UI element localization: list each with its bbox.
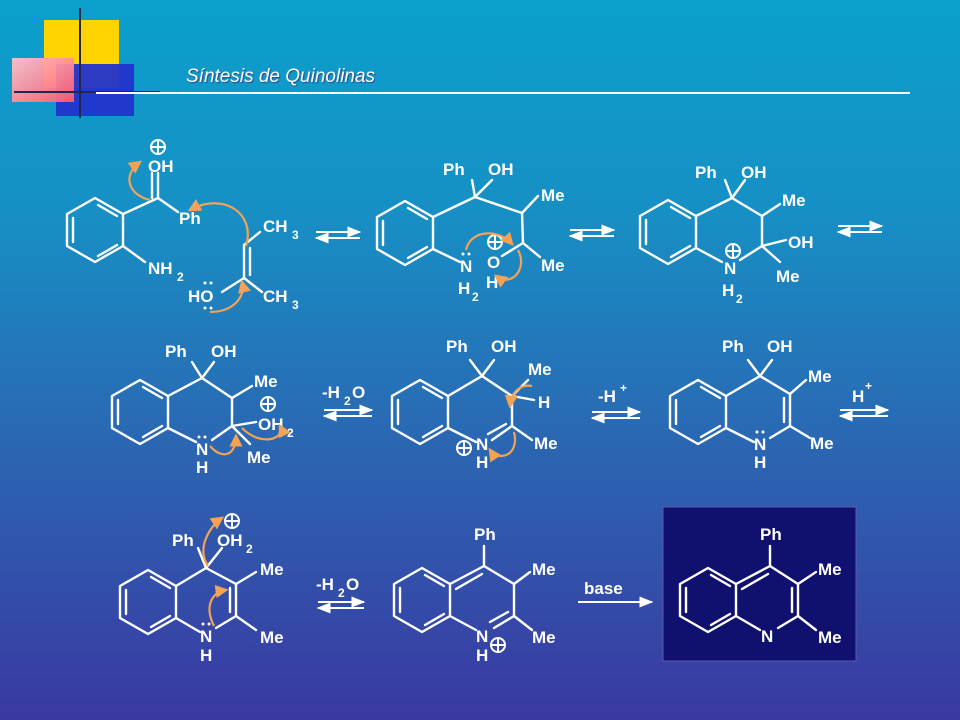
s4-n-label: N [196, 440, 208, 459]
s4-ph-label: Ph [165, 342, 187, 361]
reagent-minus-h-3: -H [316, 575, 334, 594]
reagent-arrow-minus-water-2: -H 2 O [316, 575, 366, 614]
s6-ph-label: Ph [722, 337, 744, 356]
s9-ph-label: Ph [760, 525, 782, 544]
s7-me-top: Me [260, 560, 284, 579]
s5-ph-label: Ph [446, 337, 468, 356]
structure-8-quinolinium: Ph Me Me N H [392, 525, 556, 665]
reagent-o-2: O [346, 575, 359, 594]
s1-ph-label: Ph [179, 209, 201, 228]
s7-oh-label: OH [217, 531, 243, 550]
s2-o-label: O [487, 253, 500, 272]
s5-n-label: N [476, 435, 488, 454]
reagent-arrow-proton: H + [838, 379, 890, 422]
s2-me-bottom: Me [541, 256, 565, 275]
s1-ch3-top-sub: 3 [292, 228, 299, 242]
reagent-arrow-minus-water-1: -H 2 O [322, 383, 374, 422]
s6-oh-top: OH [767, 337, 793, 356]
structure-3-cyclic-diol: Ph OH Me OH Me N H 2 [638, 163, 814, 306]
reagent-minus-h-2: -H [598, 387, 616, 406]
s9-n-label: N [761, 627, 773, 646]
s7-n-label: N [200, 627, 212, 646]
s4-h-label: H [196, 458, 208, 477]
s8-me-top: Me [532, 560, 556, 579]
s1-ho-label: HO [188, 287, 214, 306]
s2-h-label: H [458, 279, 470, 298]
structure-6-dihydroquinoline: Ph OH Me Me N H [668, 337, 834, 472]
reagent-plus-sup-2: + [865, 379, 872, 393]
s1-ch3-bottom-sub: 3 [292, 298, 299, 312]
s1-nh-sub: 2 [177, 270, 184, 284]
reagent-arrow-base: base [578, 579, 654, 608]
s3-h-sub: 2 [736, 292, 743, 306]
structure-7-protonated-alcohol: Ph OH 2 Me Me N H [118, 513, 284, 665]
structure-2-hemiaminal-protonated: Ph OH Me Me N H 2 O H [375, 160, 565, 304]
equilibrium-arrow-3 [836, 220, 884, 238]
s5-me-bottom: Me [534, 434, 558, 453]
s8-ph-label: Ph [474, 525, 496, 544]
s2-h-sub: 2 [472, 290, 479, 304]
s7-ph-label: Ph [172, 531, 194, 550]
s6-me-top: Me [808, 367, 832, 386]
s6-h-label: H [754, 453, 766, 472]
s9-me-top: Me [818, 560, 842, 579]
s6-me-bottom: Me [810, 434, 834, 453]
s2-oh-label: OH [488, 160, 514, 179]
s9-me-bottom: Me [818, 628, 842, 647]
product-box: Ph Me Me N [662, 506, 857, 662]
s1-ch3-top: CH [263, 217, 288, 236]
s8-n-label: N [476, 627, 488, 646]
s7-oh-sub: 2 [246, 542, 253, 556]
reagent-sub2-2: 2 [338, 586, 345, 600]
s6-n-label: N [754, 435, 766, 454]
s1-oh-label: OH [148, 157, 174, 176]
structure-5-iminium: Ph OH Me H Me N H [390, 337, 558, 472]
s7-me-bottom: Me [260, 628, 284, 647]
reagent-plus-sup-1: + [620, 381, 627, 395]
reagent-minus-h-1: -H [322, 383, 340, 402]
s3-oh-top: OH [741, 163, 767, 182]
s4-me-top: Me [254, 372, 278, 391]
s3-h-label: H [722, 281, 734, 300]
s3-oh-right: OH [788, 233, 814, 252]
reagent-base: base [584, 579, 623, 598]
equilibrium-arrow-2 [568, 224, 616, 242]
s2-ph-label: Ph [443, 160, 465, 179]
s5-me-top: Me [528, 360, 552, 379]
structure-1-aminobenzophenone-enol: OH Ph NH 2 CH 3 CH 3 HO [65, 139, 299, 314]
s5-h-right: H [538, 393, 550, 412]
reagent-arrow-minus-proton: -H + [590, 381, 642, 424]
s1-nh-label: NH [148, 259, 173, 278]
s2-me-top: Me [541, 186, 565, 205]
title-underline [96, 92, 910, 94]
equilibrium-arrow-1 [314, 226, 362, 244]
s8-h-label: H [476, 646, 488, 665]
s3-n-label: N [724, 259, 736, 278]
s7-h-label: H [200, 646, 212, 665]
s4-oh-sub: 2 [287, 426, 294, 440]
slide-title: Síntesis de Quinolinas [186, 66, 376, 87]
s1-ch3-bottom: CH [263, 287, 288, 306]
s3-ph-label: Ph [695, 163, 717, 182]
s2-n-label: N [460, 257, 472, 276]
s4-oh-right: OH [258, 415, 284, 434]
reagent-h: H [852, 387, 864, 406]
s5-h-label: H [476, 453, 488, 472]
structure-4-protonated-hydroxyl: Ph OH Me OH 2 Me N H [110, 342, 294, 477]
s4-me-bottom: Me [247, 448, 271, 467]
s4-oh-top: OH [211, 342, 237, 361]
s3-me-top: Me [782, 191, 806, 210]
s5-oh-top: OH [491, 337, 517, 356]
s8-me-bottom: Me [532, 628, 556, 647]
reagent-sub2-1: 2 [344, 394, 351, 408]
s3-me-bottom: Me [776, 267, 800, 286]
reagent-o-1: O [352, 383, 365, 402]
